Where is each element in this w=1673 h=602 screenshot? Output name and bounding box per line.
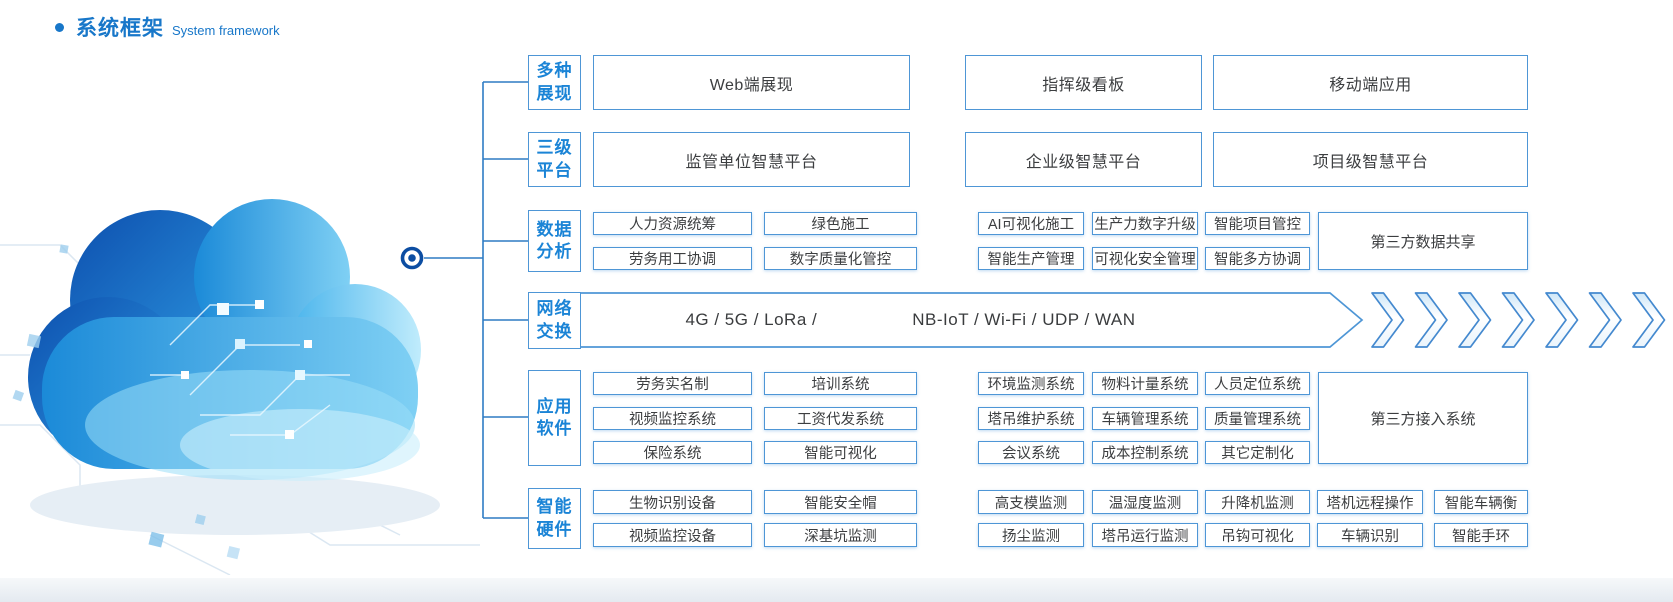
- box-app-software: 塔吊维护系统: [978, 407, 1084, 430]
- box-data-analysis: 人力资源统筹: [593, 212, 752, 235]
- chevron-arrow-icon: [1501, 292, 1535, 348]
- box-smart-hardware: 智能手环: [1434, 523, 1528, 547]
- box-display-0: Web端展现: [593, 55, 910, 110]
- section-title: 系统框架 System framework: [55, 12, 280, 42]
- scatter-squares: [12, 244, 241, 560]
- box-smart-hardware: 升降机监测: [1205, 490, 1310, 514]
- box-data-analysis: 绿色施工: [764, 212, 917, 235]
- category-network: 网络交换: [528, 292, 581, 349]
- cloud-body: [28, 199, 421, 481]
- network-protocols-text: NB-IoT / Wi-Fi / UDP / WAN: [912, 310, 1136, 329]
- box-app-software: 物料计量系统: [1092, 372, 1198, 395]
- box-smart-hardware: 温湿度监测: [1092, 490, 1198, 514]
- chevron-arrow-icon: [1588, 292, 1622, 348]
- cloud-shadow: [30, 475, 440, 535]
- box-smart-hardware: 视频监控设备: [593, 523, 752, 547]
- chevron-arrow-icon: [1371, 292, 1405, 348]
- box-app-software: 保险系统: [593, 441, 752, 464]
- category-label: 分析: [536, 242, 573, 261]
- box-app-software-span: 第三方接入系统: [1318, 372, 1528, 464]
- box-data-analysis: 数字质量化管控: [764, 247, 917, 270]
- chevron-arrow-icon: [1545, 292, 1579, 348]
- category-platform: 三级平台: [528, 132, 581, 187]
- box-app-software: 劳务实名制: [593, 372, 752, 395]
- box-app-software: 工资代发系统: [764, 407, 917, 430]
- box-smart-hardware: 吊钩可视化: [1205, 523, 1310, 547]
- bullet-dot-icon: [55, 22, 64, 32]
- box-platform-0: 监管单位智慧平台: [593, 132, 910, 187]
- box-smart-hardware: 塔吊运行监测: [1092, 523, 1198, 547]
- box-app-software: 人员定位系统: [1205, 372, 1310, 395]
- category-label: 智能: [536, 497, 573, 517]
- network-protocols-text: 4G / 5G / LoRa /: [685, 310, 818, 329]
- box-data-analysis: 生产力数字升级: [1092, 212, 1198, 235]
- box-app-software: 车辆管理系统: [1092, 407, 1198, 430]
- box-data-analysis: AI可视化施工: [978, 212, 1084, 235]
- box-smart-hardware: 深基坑监测: [764, 523, 917, 547]
- chevron-arrow-icon: [1632, 292, 1666, 348]
- box-app-software: 质量管理系统: [1205, 407, 1310, 430]
- category-data-analysis: 数据分析: [528, 210, 581, 272]
- box-app-software: 智能可视化: [764, 441, 917, 464]
- box-data-analysis-span: 第三方数据共享: [1318, 212, 1528, 270]
- category-label: 三级: [536, 138, 573, 158]
- category-label: 展现: [536, 83, 573, 103]
- box-smart-hardware: 扬尘监测: [978, 523, 1084, 547]
- box-app-software: 成本控制系统: [1092, 441, 1198, 464]
- box-display-1: 指挥级看板: [965, 55, 1202, 110]
- box-display-2: 移动端应用: [1213, 55, 1528, 110]
- box-app-software: 会议系统: [978, 441, 1084, 464]
- box-smart-hardware: 生物识别设备: [593, 490, 752, 514]
- cloud-circuit-nodes: [181, 300, 312, 439]
- category-label: 平台: [536, 160, 573, 180]
- category-display: 多种展现: [528, 55, 581, 110]
- box-app-software: 环境监测系统: [978, 372, 1084, 395]
- box-app-software: 培训系统: [764, 372, 917, 395]
- category-label: 硬件: [536, 519, 573, 539]
- title-zh: 系统框架: [76, 17, 164, 40]
- box-smart-hardware: 车辆识别: [1317, 523, 1423, 547]
- category-label: 交换: [536, 321, 573, 341]
- category-label: 数据: [536, 219, 573, 239]
- category-label: 应用: [536, 396, 573, 416]
- box-data-analysis: 智能项目管控: [1205, 212, 1310, 235]
- bottom-strip: [0, 578, 1673, 602]
- category-app-software: 应用软件: [528, 370, 581, 466]
- network-bar: 4G / 5G / LoRa / NB-IoT / Wi-Fi / UDP / W…: [557, 293, 1330, 347]
- category-smart-hardware: 智能硬件: [528, 488, 581, 549]
- box-smart-hardware: 智能安全帽: [764, 490, 917, 514]
- box-data-analysis: 可视化安全管理: [1092, 247, 1198, 270]
- cloud-illustration: [0, 199, 480, 575]
- box-data-analysis: 劳务用工协调: [593, 247, 752, 270]
- box-app-software: 其它定制化: [1205, 441, 1310, 464]
- box-smart-hardware: 智能车辆衡: [1434, 490, 1528, 514]
- title-en: System framework: [172, 23, 280, 38]
- box-smart-hardware: 塔机远程操作: [1317, 490, 1423, 514]
- category-label: 网络: [536, 299, 573, 319]
- category-label: 多种: [536, 61, 573, 81]
- box-smart-hardware: 高支模监测: [978, 490, 1084, 514]
- chevron-flow: [1371, 292, 1666, 348]
- box-data-analysis: 智能多方协调: [1205, 247, 1310, 270]
- chevron-arrow-icon: [1458, 292, 1492, 348]
- chevron-arrow-icon: [1414, 292, 1448, 348]
- box-app-software: 视频监控系统: [593, 407, 752, 430]
- box-platform-1: 企业级智慧平台: [965, 132, 1202, 187]
- box-data-analysis: 智能生产管理: [978, 247, 1084, 270]
- category-label: 软件: [536, 419, 573, 438]
- box-platform-2: 项目级智慧平台: [1213, 132, 1528, 187]
